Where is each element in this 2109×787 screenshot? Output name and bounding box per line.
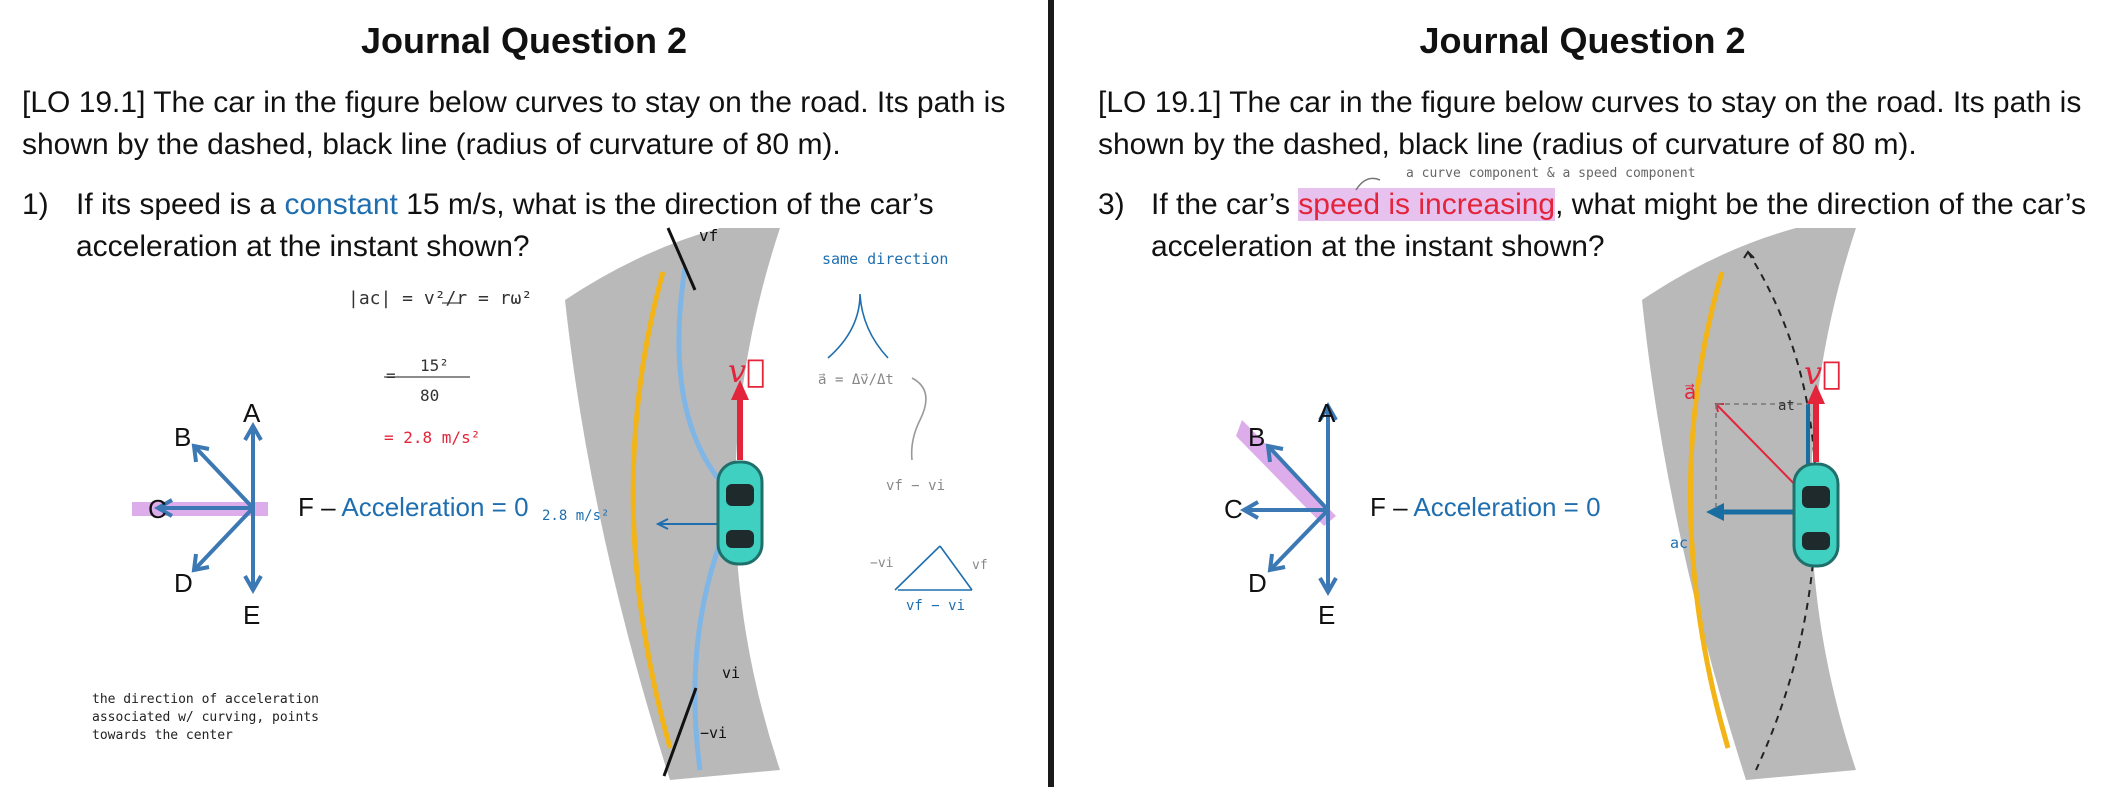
option-arrows <box>153 421 263 595</box>
option-e-label: E <box>243 600 261 630</box>
calc-denominator: 80 <box>420 386 440 405</box>
triangle-bottom: vf − vi <box>906 598 966 614</box>
ac-formula-note: |ac| = v²/r = rω² <box>348 288 533 309</box>
right-slide: Journal Question 2 [LO 19.1] The car in … <box>1056 0 2109 787</box>
question-text: If its speed is a constant 15 m/s, what … <box>76 184 1036 268</box>
vi-tangent <box>662 687 698 777</box>
left-slide: Journal Question 2 [LO 19.1] The car in … <box>0 0 1048 787</box>
option-f-text: Acceleration = 0 <box>1413 492 1601 522</box>
question-number: 3) <box>1098 188 1125 221</box>
neg-vi-label: −vi <box>700 724 728 742</box>
intro-text: [LO 19.1] The car in the figure below cu… <box>22 86 1006 161</box>
velocity-symbol: v⃗ <box>1804 354 1842 392</box>
bottom-note-line-3: towards the center <box>92 728 233 743</box>
bottom-note-line-2: associated w/ curving, points <box>92 710 319 725</box>
option-c-label: C <box>148 494 167 524</box>
right-diagram <box>1236 177 1856 780</box>
triangle-vf: vf <box>972 558 988 573</box>
ac-label: ac <box>1670 534 1689 552</box>
vf-label: vf <box>699 226 719 245</box>
option-arrows <box>1239 401 1338 597</box>
same-direction-note: same direction <box>822 250 949 268</box>
accel-definition-note: a⃗ = Δv⃗/Δt <box>818 372 894 388</box>
option-b-highlight <box>1236 420 1336 526</box>
option-f-prefix: F – <box>298 492 342 522</box>
accel-vector-label: a⃗ <box>1684 380 1697 404</box>
car-icon <box>716 460 764 566</box>
question-text: If the car’s speed is increasing, what m… <box>1151 184 2109 268</box>
accel-value-note: 2.8 m/s² <box>542 508 610 524</box>
question-highlight: speed is increasing <box>1298 188 1556 221</box>
question-number: 1) <box>22 188 49 221</box>
slide-title: Journal Question 2 <box>1419 20 1746 61</box>
result-note: = 2.8 m/s² <box>384 428 481 447</box>
question-text-before: If the car’s <box>1151 188 1299 221</box>
option-d-label: D <box>174 568 193 598</box>
option-e-label: E <box>1318 600 1336 630</box>
road-yellow-line <box>1687 271 1731 749</box>
question-text-before: If its speed is a <box>76 188 285 221</box>
component-note: a curve component & a speed component <box>1406 166 1696 181</box>
triangle-neg-vi: −vi <box>870 556 894 571</box>
road-yellow-line <box>630 271 673 749</box>
slide-title: Journal Question 2 <box>360 20 688 61</box>
option-b-label: B <box>1248 422 1266 452</box>
bottom-note-line-1: the direction of acceleration <box>92 692 319 707</box>
option-d-label: D <box>1248 568 1267 598</box>
option-a-label: A <box>1318 398 1336 428</box>
question-text-after: 15 m/s, what is the direction of the car… <box>76 188 934 263</box>
option-c-label: C <box>1224 494 1243 524</box>
left-diagram <box>132 227 973 780</box>
intro-text: [LO 19.1] The car in the figure below cu… <box>1098 86 2082 161</box>
calc-equals: = <box>386 366 396 385</box>
car-icon <box>1792 462 1840 568</box>
at-label: at <box>1778 398 1795 414</box>
velocity-symbol: v⃗ <box>728 352 766 390</box>
option-a-label: A <box>243 398 261 428</box>
road <box>565 228 780 780</box>
option-f-prefix: F – <box>1370 492 1414 522</box>
option-b-label: B <box>174 422 192 452</box>
option-f: F – Acceleration = 0 <box>1370 492 1601 523</box>
calc-numerator: 15² <box>420 356 449 375</box>
question-highlight: constant <box>284 188 398 221</box>
option-f: F – Acceleration = 0 <box>298 492 529 523</box>
vector-triangle <box>894 545 973 591</box>
vf-minus-vi-note: vf − vi <box>886 478 946 494</box>
vi-label: vi <box>722 664 741 682</box>
vf-tangent <box>666 227 697 291</box>
question-text-after: , what might be the direction of the car… <box>1151 188 2086 263</box>
panel-divider <box>1048 0 1054 787</box>
option-f-text: Acceleration = 0 <box>341 492 529 522</box>
road <box>1642 228 1856 780</box>
